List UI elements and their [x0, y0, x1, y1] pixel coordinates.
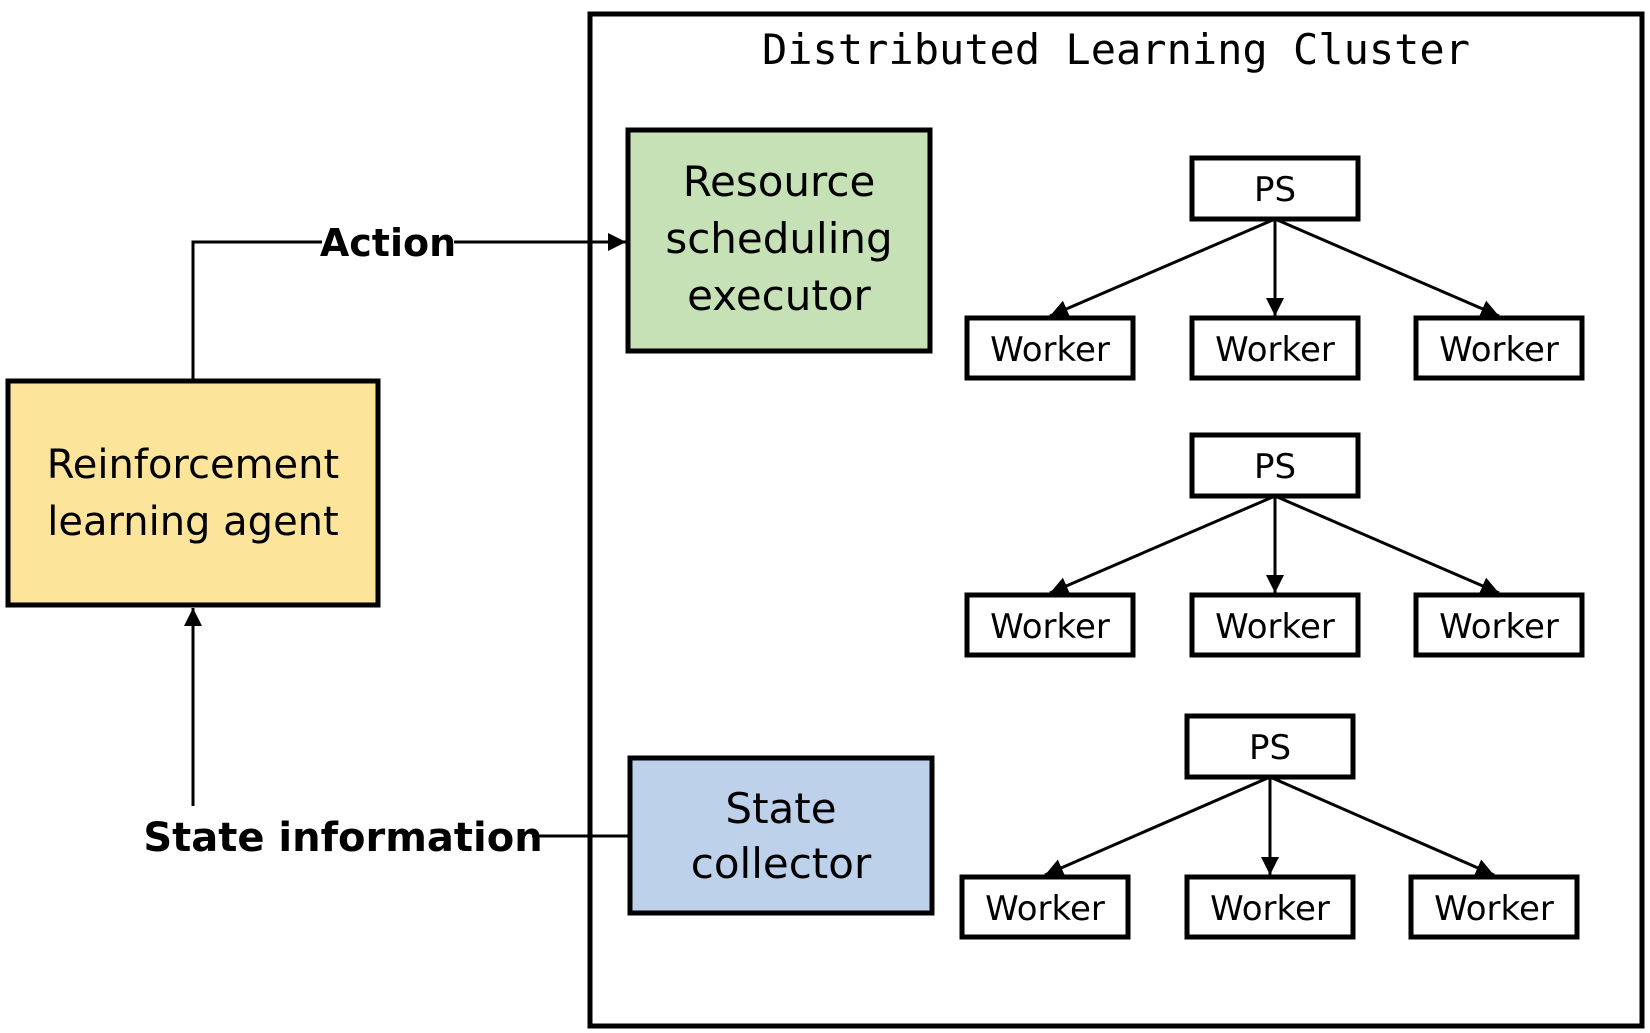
- collector-node: State collector: [627, 755, 935, 916]
- ps-worker-edge: [1269, 775, 1495, 877]
- worker-box: [959, 874, 1131, 940]
- worker-box: [964, 315, 1136, 381]
- collector-box: [627, 755, 935, 916]
- ps-label: PS: [1249, 728, 1291, 768]
- worker-box: [1413, 592, 1585, 658]
- ps-worker-edge: [1274, 217, 1500, 318]
- worker-box: [1189, 315, 1361, 381]
- worker-label: Worker: [1215, 330, 1335, 370]
- worker-label: Worker: [1439, 330, 1559, 370]
- worker-box: [1408, 874, 1580, 940]
- ps-worker-edge: [1049, 217, 1276, 318]
- state-edge: [184, 608, 628, 838]
- worker-box: [964, 592, 1136, 658]
- rl-agent-label-line-2: learning agent: [47, 499, 338, 545]
- worker-label: Worker: [990, 330, 1110, 370]
- ps-box: [1189, 155, 1361, 222]
- state-edge-gap: [186, 806, 200, 866]
- ps-box: [1184, 713, 1356, 780]
- executor-box: [625, 127, 933, 354]
- worker-box: [1413, 315, 1585, 381]
- ps-worker-edge: [1274, 494, 1500, 595]
- ps-label: PS: [1254, 170, 1296, 210]
- state-edge-label: State information: [143, 815, 542, 861]
- worker-label: Worker: [1215, 607, 1335, 647]
- rl-agent-node: Reinforcement learning agent: [5, 378, 381, 608]
- worker-label: Worker: [985, 889, 1105, 929]
- worker-label: Worker: [1210, 889, 1330, 929]
- action-edge: [191, 233, 626, 379]
- worker-label: Worker: [1434, 889, 1554, 929]
- executor-label-line-2: scheduling: [665, 214, 892, 263]
- ps-group: PS Worker Worker Worker: [964, 432, 1585, 658]
- ps-worker-edge: [1049, 494, 1276, 595]
- collector-label-line-2: collector: [691, 839, 872, 888]
- action-label-bg: [322, 216, 454, 266]
- executor-label-line-3: executor: [687, 271, 871, 320]
- collector-label-line-1: State: [725, 784, 836, 833]
- ps-label: PS: [1254, 447, 1296, 487]
- ps-box: [1189, 432, 1361, 499]
- worker-label: Worker: [990, 607, 1110, 647]
- state-label-bg: [152, 808, 532, 864]
- action-edge-label: Action: [320, 221, 456, 265]
- cluster-title: Distributed Learning Cluster: [762, 25, 1470, 74]
- rl-agent-label-line-1: Reinforcement: [47, 442, 339, 488]
- worker-label: Worker: [1439, 607, 1559, 647]
- ps-worker-edge: [1044, 775, 1271, 877]
- rl-agent-box: [5, 378, 381, 608]
- worker-box: [1189, 592, 1361, 658]
- worker-box: [1184, 874, 1356, 940]
- ps-group: PS Worker Worker Worker: [959, 713, 1580, 940]
- executor-label-line-1: Resource: [683, 157, 876, 206]
- executor-node: Resource scheduling executor: [625, 127, 933, 354]
- ps-group: PS Worker Worker Worker: [964, 155, 1585, 381]
